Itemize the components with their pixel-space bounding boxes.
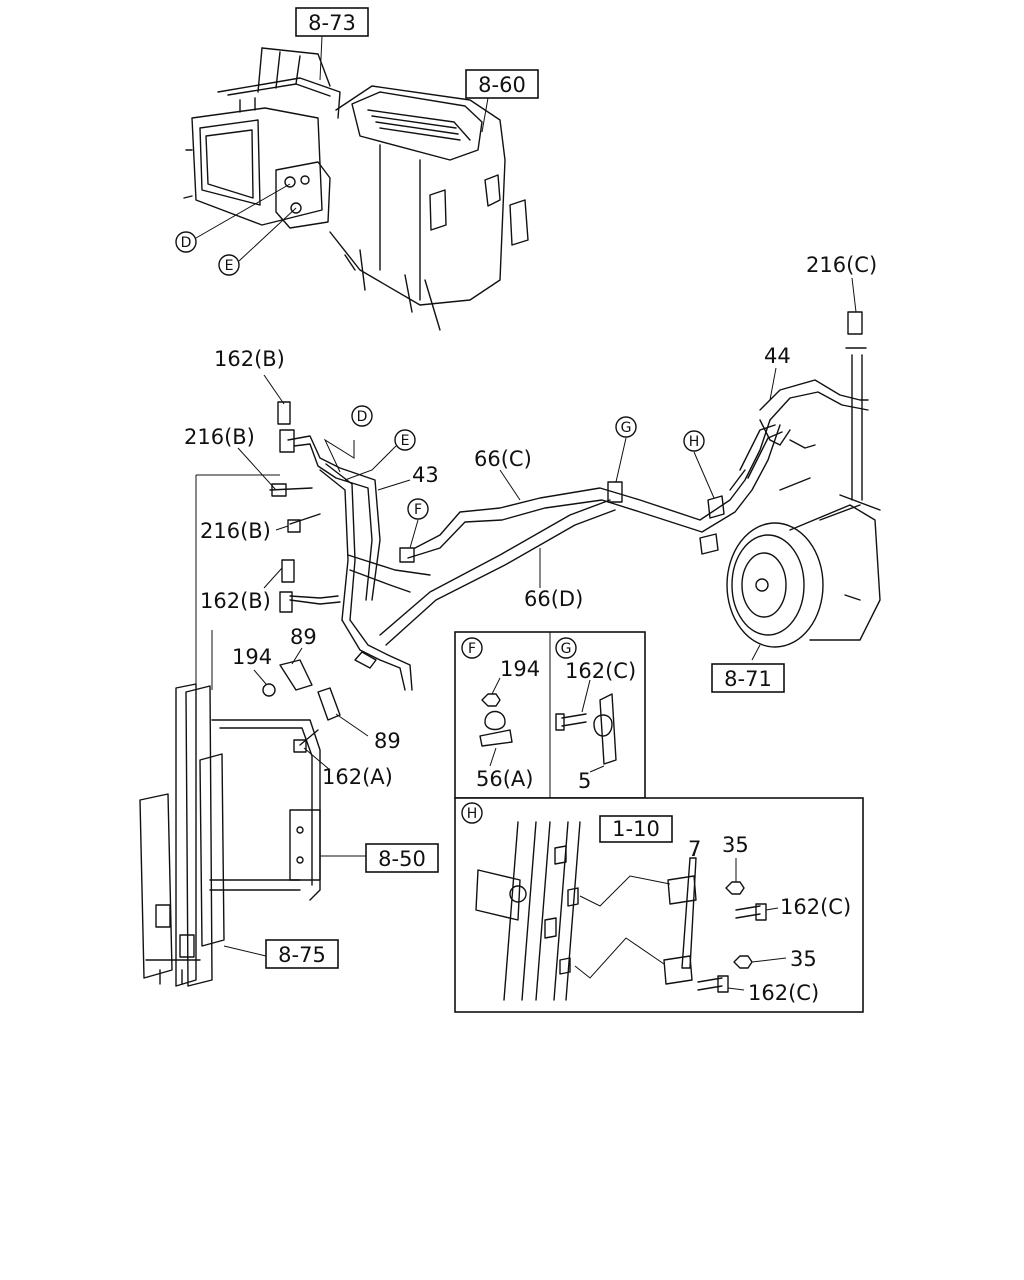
- svg-text:8-50: 8-50: [378, 847, 426, 871]
- label-194: 194: [232, 645, 272, 669]
- svg-text:8-71: 8-71: [724, 667, 772, 691]
- ref-box-8-71: 8-71: [711, 663, 785, 693]
- svg-text:H: H: [689, 434, 700, 450]
- label-216b-b: 216(B): [200, 519, 271, 543]
- label-216b-a: 216(B): [184, 425, 255, 449]
- label-162a: 162(A): [322, 765, 393, 789]
- condenser-assembly: [139, 683, 366, 987]
- refrigerant-lines: [262, 311, 869, 753]
- label-g-5: 5: [578, 769, 591, 793]
- compressor: [726, 494, 881, 661]
- label-66c: 66(C): [474, 447, 532, 471]
- ref-box-8-60: 8-60: [465, 69, 539, 133]
- callout-e-mid: E: [394, 429, 416, 451]
- heater-unit-assembly: [183, 47, 529, 331]
- label-66d: 66(D): [524, 587, 583, 611]
- svg-text:F: F: [414, 502, 422, 518]
- svg-text:8-75: 8-75: [278, 943, 326, 967]
- detail-box-f-g: F G 194 56(A) 162(C) 5: [454, 631, 646, 799]
- label-44: 44: [764, 344, 791, 368]
- label-f-56a: 56(A): [476, 767, 533, 791]
- svg-text:E: E: [225, 258, 234, 274]
- svg-text:D: D: [357, 409, 368, 425]
- svg-text:D: D: [181, 235, 192, 251]
- callout-f-mid: F: [407, 498, 429, 520]
- svg-text:8-60: 8-60: [478, 73, 526, 97]
- label-h-35a: 35: [722, 833, 749, 857]
- ref-box-8-75: 8-75: [265, 939, 339, 969]
- callout-d-top: D: [175, 183, 291, 253]
- callout-d-mid: D: [351, 405, 373, 427]
- leader-lines: [195, 277, 857, 771]
- label-162b-top: 162(B): [214, 347, 285, 371]
- svg-text:G: G: [621, 420, 632, 436]
- part-labels: 216(C) 44 162(B) 216(B) 216(B) 43 66(C) …: [184, 253, 877, 789]
- label-89-b: 89: [374, 729, 401, 753]
- svg-text:8-73: 8-73: [308, 11, 356, 35]
- label-43: 43: [412, 463, 439, 487]
- svg-text:F: F: [468, 641, 476, 657]
- callout-h-mid: H: [683, 430, 705, 452]
- detail-box-h: H 1-10 7 35 162(C) 35: [454, 797, 864, 1013]
- ref-box-8-50: 8-50: [365, 843, 439, 873]
- svg-text:1-10: 1-10: [612, 817, 660, 841]
- callout-g-mid: G: [615, 416, 637, 438]
- label-89-a: 89: [290, 625, 317, 649]
- label-h-162c-b: 162(C): [748, 981, 819, 1005]
- callout-e-top: E: [218, 207, 297, 276]
- label-h-7: 7: [688, 837, 701, 861]
- label-162b-mid: 162(B): [200, 589, 271, 613]
- label-g-162c: 162(C): [565, 659, 636, 683]
- label-h-162c-a: 162(C): [780, 895, 851, 919]
- svg-text:H: H: [467, 806, 478, 822]
- label-f-194: 194: [500, 657, 540, 681]
- svg-text:G: G: [561, 641, 572, 657]
- svg-text:E: E: [401, 433, 410, 449]
- label-216c: 216(C): [806, 253, 877, 277]
- ref-box-8-73: 8-73: [295, 7, 369, 81]
- label-h-35b: 35: [790, 947, 817, 971]
